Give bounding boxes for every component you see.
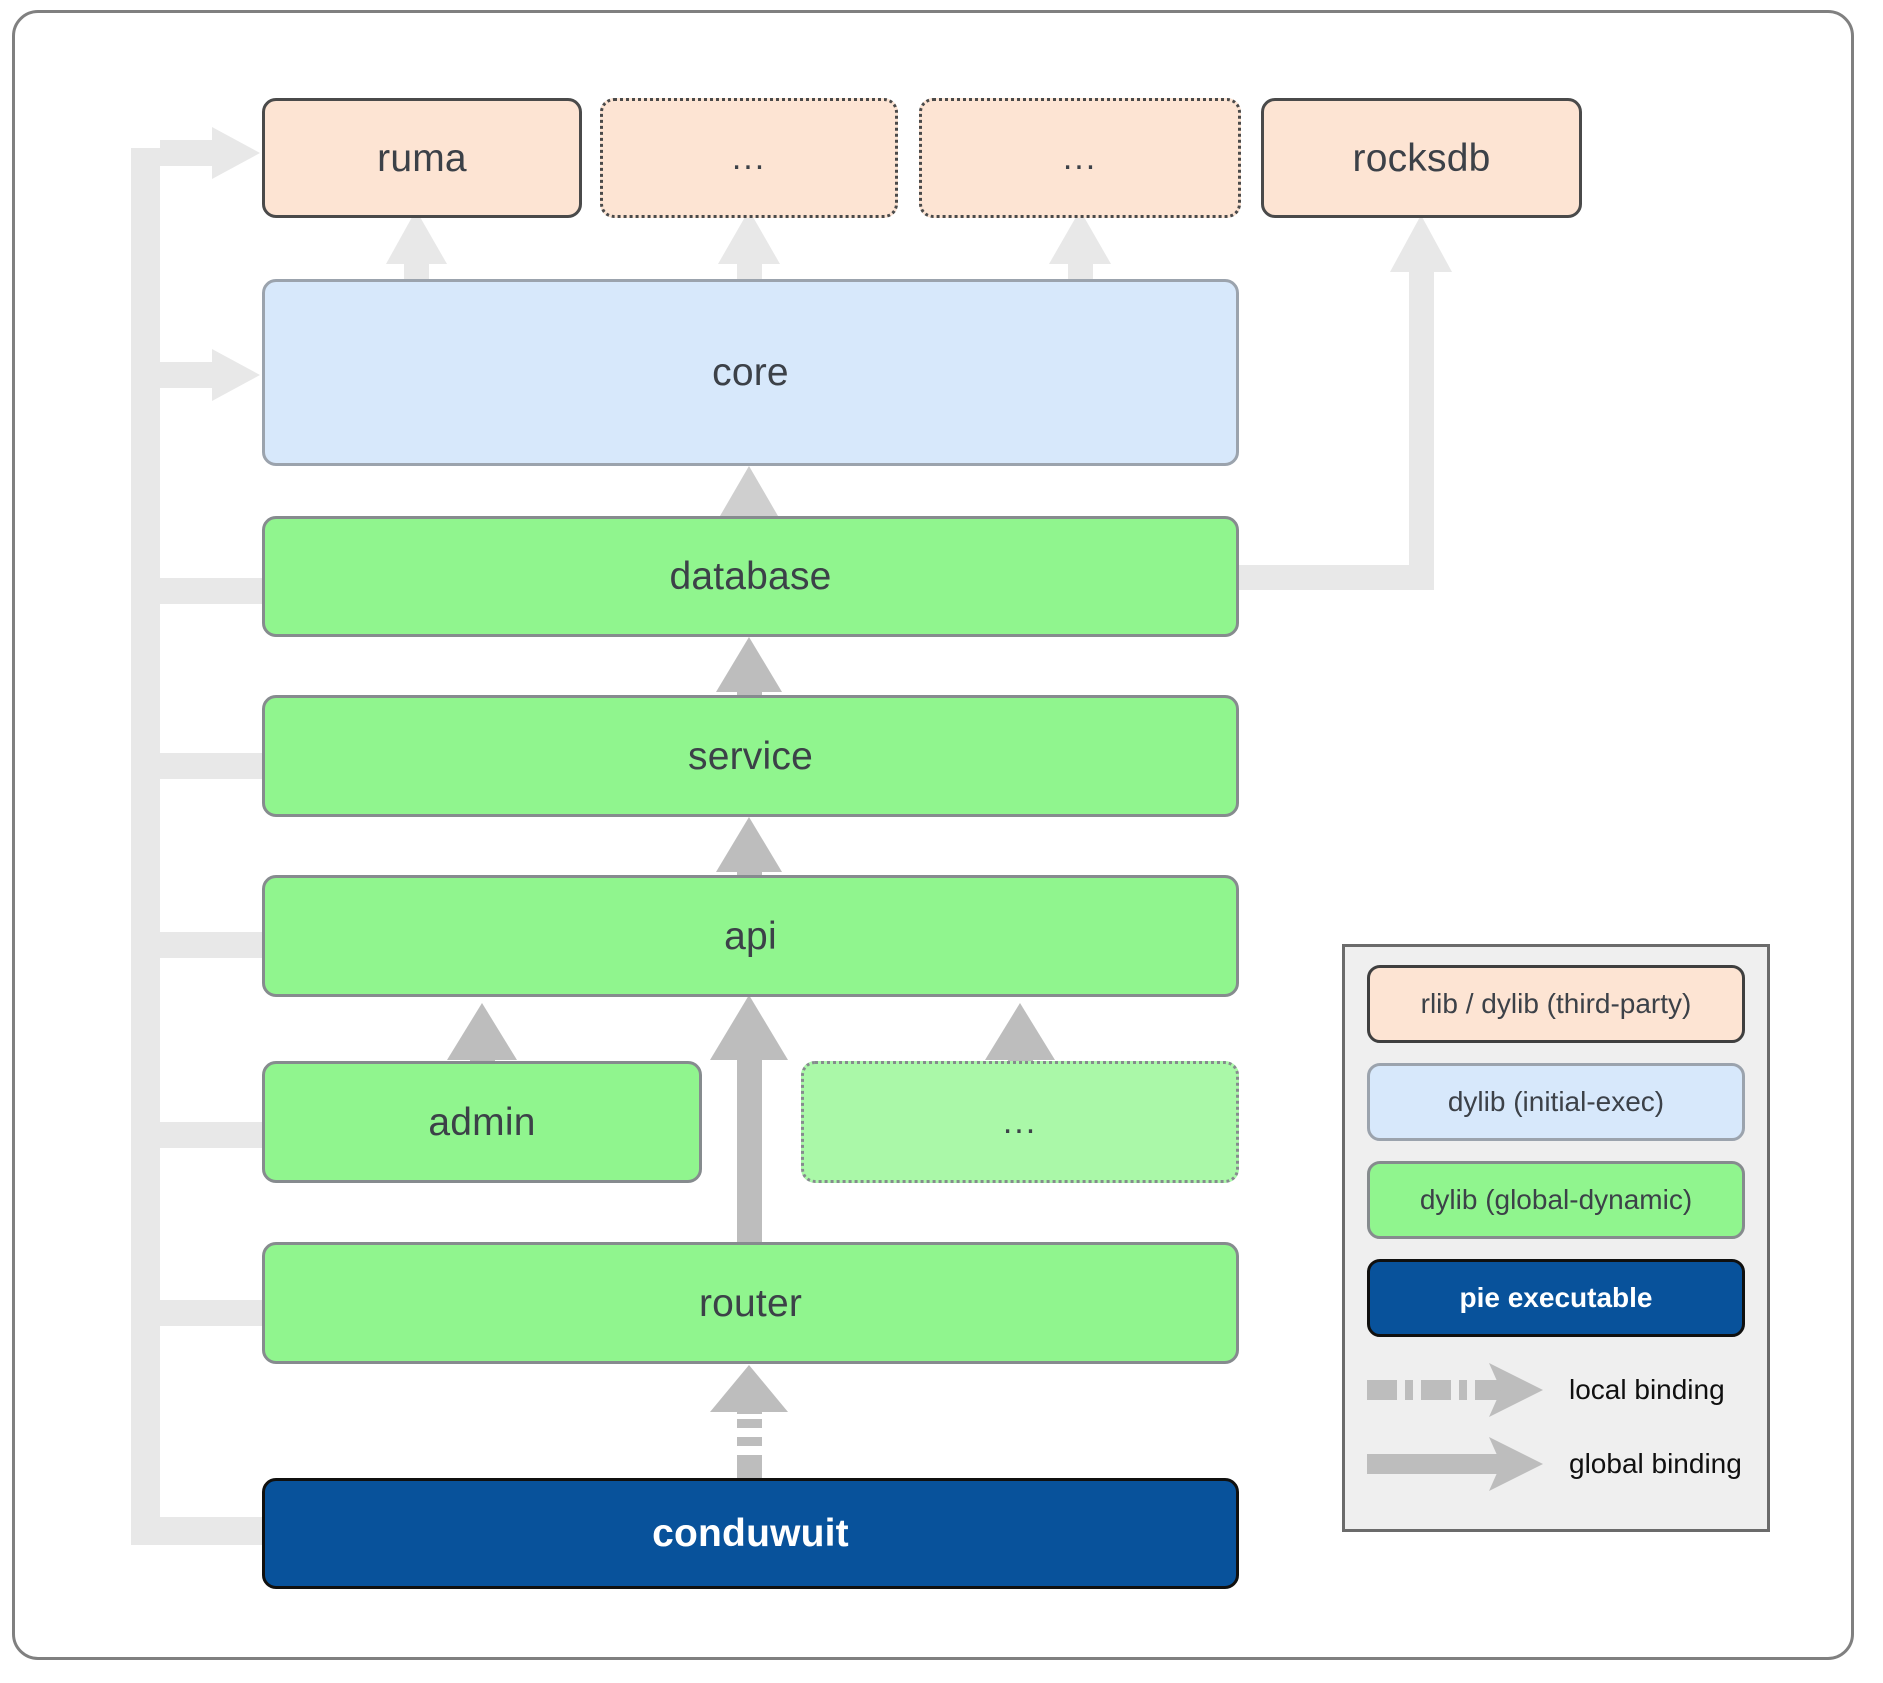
legend-item-global-dynamic[interactable]: dylib (global-dynamic) — [1367, 1161, 1745, 1239]
node-database-label: database — [669, 555, 832, 598]
node-ruma[interactable]: ruma — [262, 98, 582, 218]
node-api[interactable]: api — [262, 875, 1239, 997]
node-conduwuit[interactable]: conduwuit — [262, 1478, 1239, 1589]
node-ruma-label: ruma — [377, 136, 467, 180]
legend-local-binding-label: local binding — [1569, 1374, 1725, 1405]
legend-item-initial-exec-label: dylib (initial-exec) — [1447, 1086, 1665, 1117]
node-conduwuit-label: conduwuit — [652, 1512, 849, 1555]
node-router[interactable]: router — [262, 1242, 1239, 1364]
legend-item-third-party[interactable]: rlib / dylib (third-party) — [1367, 965, 1745, 1043]
node-core[interactable]: core — [262, 279, 1239, 466]
node-database[interactable]: database — [262, 516, 1239, 637]
legend-row-global-binding: global binding — [1367, 1431, 1745, 1497]
node-top-ellipsis-1[interactable]: ... — [600, 98, 898, 218]
node-top-ellipsis-2[interactable]: ... — [919, 98, 1241, 218]
node-top-ellipsis-2-label: ... — [1062, 139, 1098, 177]
legend-panel: rlib / dylib (third-party) dylib (initia… — [1342, 944, 1770, 1532]
legend-global-binding-label: global binding — [1569, 1448, 1742, 1479]
node-top-ellipsis-1-label: ... — [731, 139, 767, 177]
node-mid-ellipsis-label: ... — [1002, 1103, 1038, 1141]
legend-row-local-binding: local binding — [1367, 1357, 1745, 1423]
local-binding-arrow-icon — [1367, 1363, 1543, 1417]
legend-item-pie-executable-label: pie executable — [1459, 1282, 1653, 1313]
node-rocksdb-label: rocksdb — [1352, 136, 1491, 180]
node-service[interactable]: service — [262, 695, 1239, 817]
node-admin-label: admin — [428, 1100, 536, 1144]
node-service-label: service — [688, 734, 813, 778]
node-api-label: api — [724, 914, 777, 958]
node-admin[interactable]: admin — [262, 1061, 702, 1183]
global-binding-arrow-icon — [1367, 1437, 1543, 1491]
legend-item-global-dynamic-label: dylib (global-dynamic) — [1419, 1184, 1693, 1215]
node-mid-ellipsis[interactable]: ... — [801, 1061, 1239, 1183]
legend-item-third-party-label: rlib / dylib (third-party) — [1420, 988, 1692, 1019]
node-router-label: router — [698, 1281, 803, 1325]
node-core-label: core — [712, 351, 789, 394]
legend-item-initial-exec[interactable]: dylib (initial-exec) — [1367, 1063, 1745, 1141]
legend-item-pie-executable[interactable]: pie executable — [1367, 1259, 1745, 1337]
node-rocksdb[interactable]: rocksdb — [1261, 98, 1582, 218]
